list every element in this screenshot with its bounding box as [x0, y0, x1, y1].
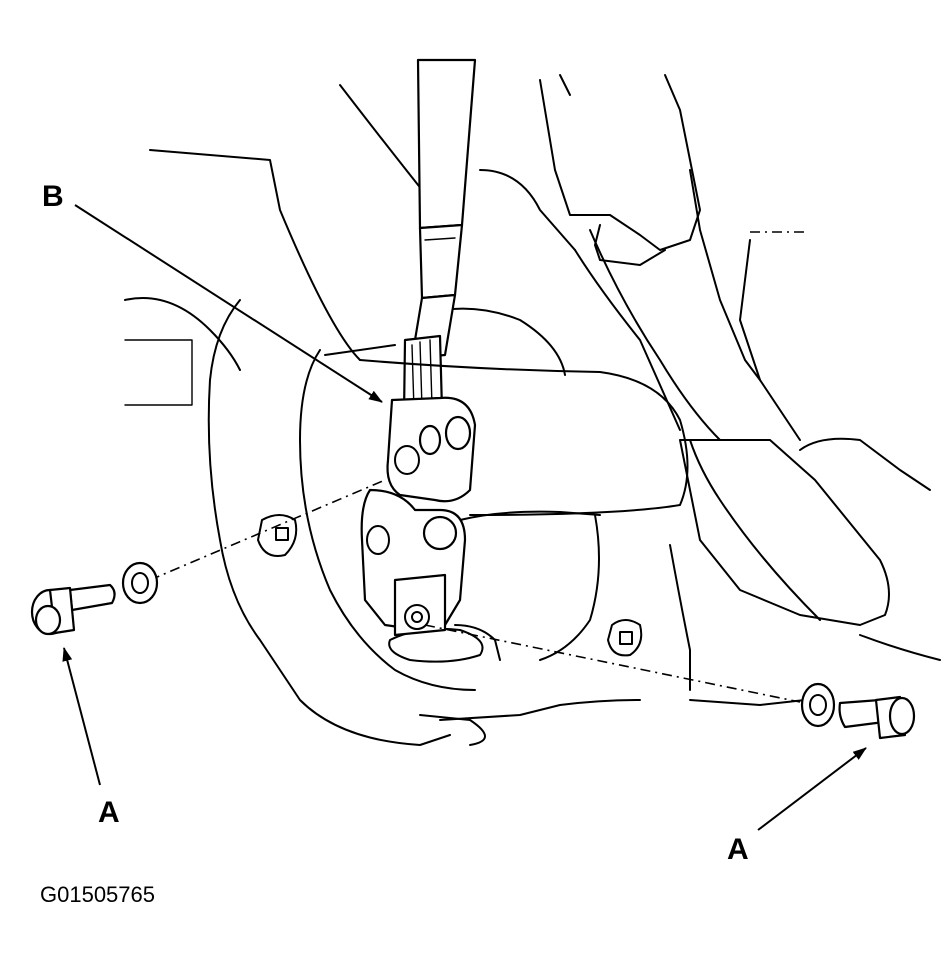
right-bolt-axis-line	[424, 624, 801, 703]
universal-joint	[360, 396, 477, 637]
callout-a-left-label: A	[98, 796, 120, 829]
figure-id: G01505765	[40, 882, 155, 907]
right-flange-bolt	[838, 695, 916, 740]
callout-a-right-leader	[757, 747, 867, 831]
callout-b-label: B	[42, 180, 64, 213]
left-washer	[121, 561, 159, 605]
left-bolt-axis-line	[149, 479, 386, 581]
left-flange-bolt	[30, 583, 116, 636]
callout-a-left-leader	[62, 647, 101, 786]
callout-a-right-label: A	[727, 833, 749, 866]
right-washer	[800, 682, 836, 728]
callout-b-leader	[74, 204, 383, 403]
body-panel-outlines	[124, 74, 941, 746]
